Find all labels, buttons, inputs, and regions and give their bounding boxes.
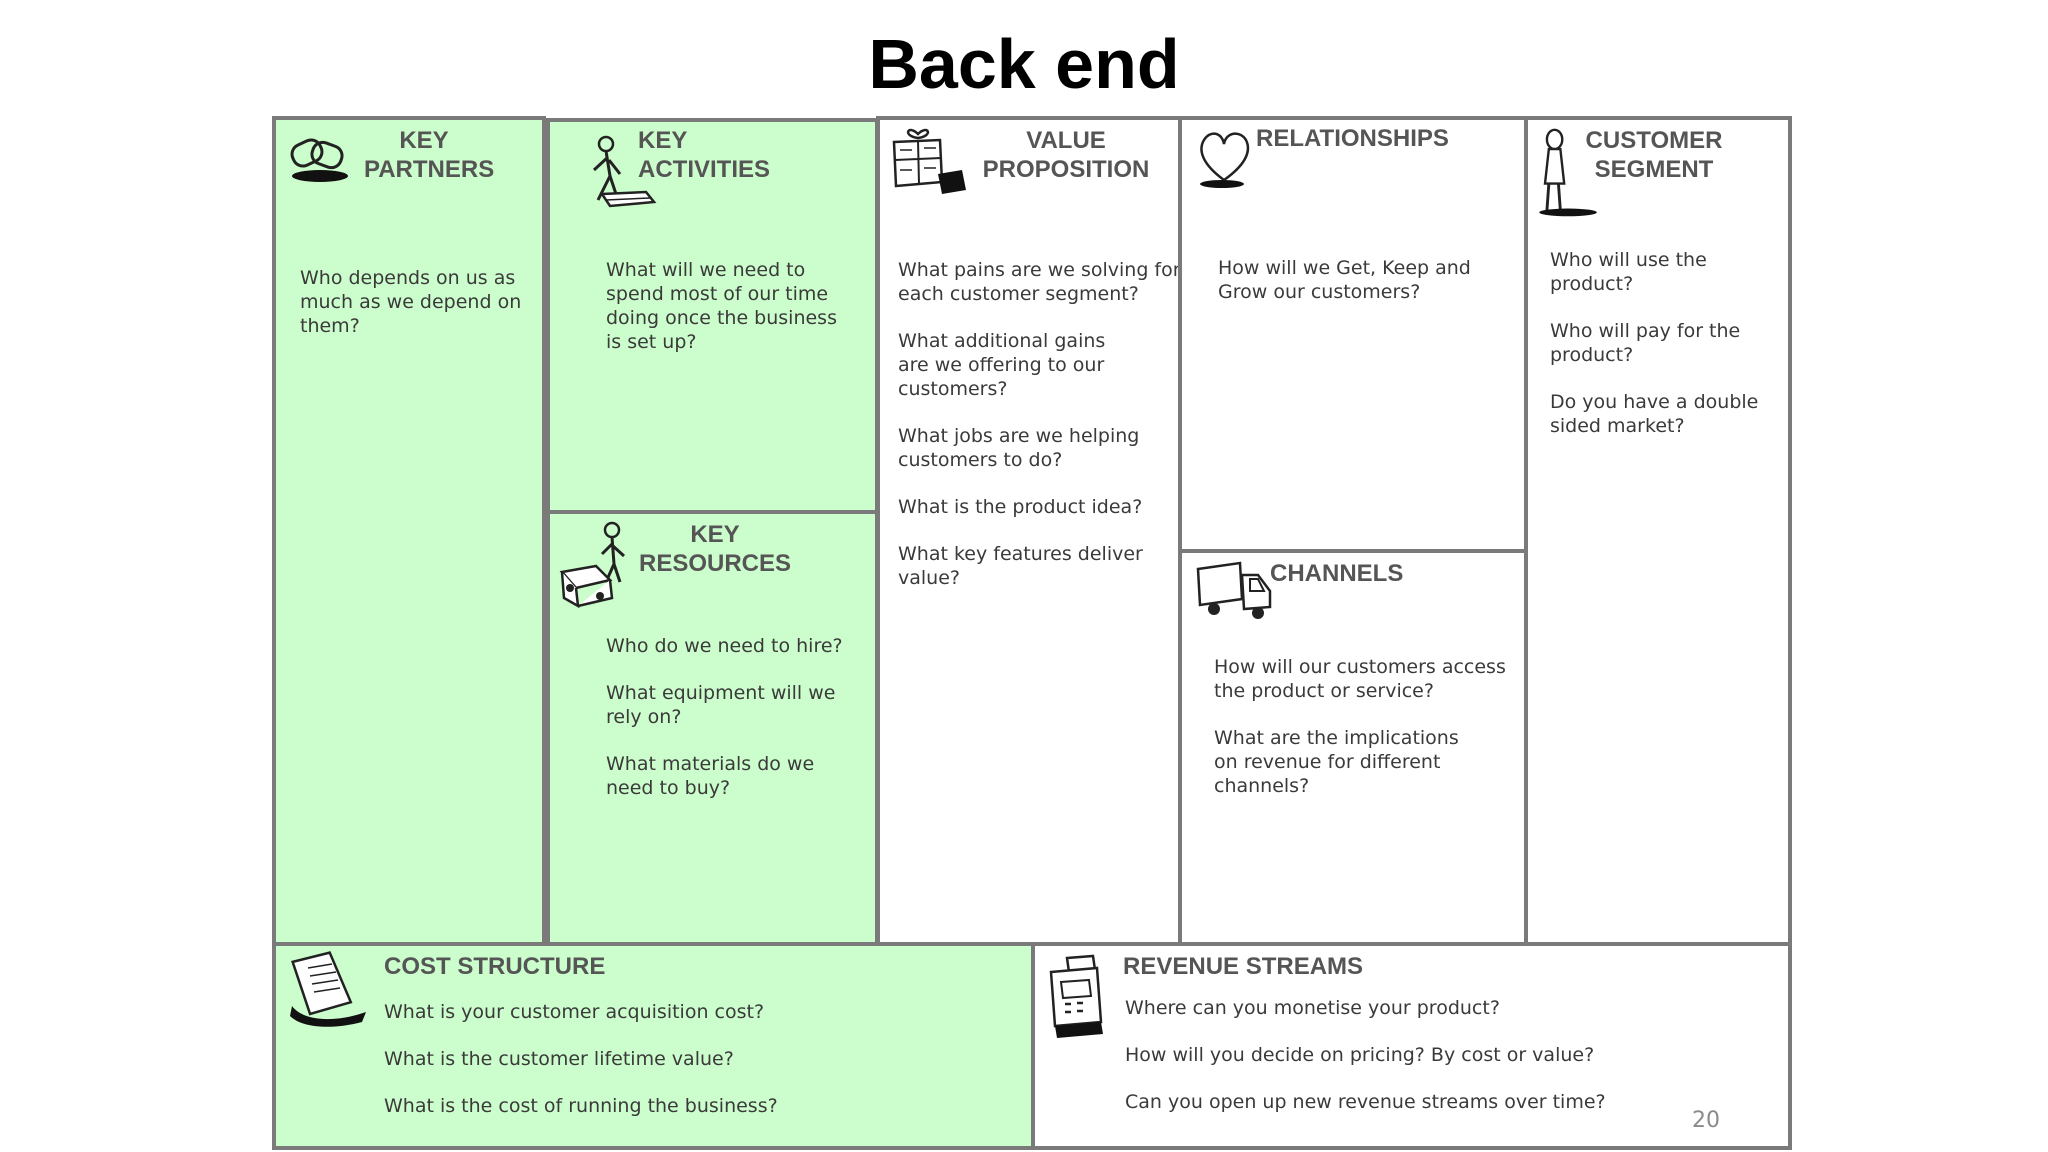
question: What pains are we solving for each custo…	[898, 259, 1181, 305]
receipt-icon	[290, 951, 366, 1027]
value-proposition-questions: What pains are we solving for each custo…	[898, 258, 1183, 613]
question: Who do we need to hire?	[606, 635, 843, 657]
question: What additional gains are we offering to…	[898, 330, 1106, 400]
question: Who depends on us as much as we depend o…	[300, 267, 522, 337]
key-partners-questions: Who depends on us as much as we depend o…	[300, 266, 530, 361]
question: What is your customer acquisition cost?	[384, 1001, 765, 1023]
customer-segment-questions: Who will use the product? Who will pay f…	[1550, 248, 1780, 461]
key-activities-heading: KEY ACTIVITIES	[638, 127, 771, 183]
value-proposition-heading: VALUE PROPOSITION	[982, 127, 1150, 183]
person-working-icon	[592, 135, 657, 208]
cost-structure-questions: What is your customer acquisition cost? …	[384, 1000, 984, 1141]
key-resources-questions: Who do we need to hire? What equipment w…	[606, 634, 866, 823]
slide-title: Back end	[868, 25, 1180, 103]
channels-block: CHANNELS How will our customers access t…	[1178, 549, 1528, 946]
question: What is the customer lifetime value?	[384, 1048, 734, 1070]
value-proposition-block: VALUE PROPOSITION What pains are we solv…	[876, 116, 1182, 946]
channels-heading: CHANNELS	[1270, 560, 1404, 587]
question: Where can you monetise your product?	[1125, 997, 1500, 1019]
key-resources-heading: KEY RESOURCES	[638, 521, 792, 577]
question: Do you have a double sided market?	[1550, 391, 1759, 437]
key-activities-questions: What will we need to spend most of our t…	[606, 258, 856, 377]
question: What will we need to spend most of our t…	[606, 259, 837, 353]
revenue-streams-heading: REVENUE STREAMS	[1123, 953, 1364, 980]
question: How will you decide on pricing? By cost …	[1125, 1044, 1595, 1066]
channels-questions: How will our customers access the produc…	[1214, 655, 1514, 821]
question: What is the cost of running the business…	[384, 1095, 778, 1117]
revenue-streams-block: REVENUE STREAMS Where can you monetise y…	[1031, 942, 1792, 1150]
cost-structure-block: COST STRUCTURE What is your customer acq…	[272, 942, 1035, 1150]
question: Who will use the product?	[1550, 249, 1707, 295]
question: Can you open up new revenue streams over…	[1125, 1091, 1606, 1113]
question: What is the product idea?	[898, 496, 1143, 518]
page-number: 20	[1692, 1108, 1720, 1133]
business-model-canvas: KEY PARTNERS Who depends on us as much a…	[272, 116, 1792, 1150]
key-partners-block: KEY PARTNERS Who depends on us as much a…	[272, 116, 546, 946]
question: What key features deliver value?	[898, 543, 1143, 589]
standing-person-icon	[1539, 128, 1597, 217]
heart-icon	[1200, 132, 1250, 188]
question: What equipment will we rely on?	[606, 682, 836, 728]
question: How will we Get, Keep and Grow our custo…	[1218, 257, 1471, 303]
relationships-questions: How will we Get, Keep and Grow our custo…	[1218, 256, 1508, 327]
cash-register-icon	[1049, 954, 1103, 1038]
key-activities-block: KEY ACTIVITIES What will we need to spen…	[546, 118, 879, 514]
gift-box-icon	[892, 128, 966, 194]
key-resources-block: KEY RESOURCES Who do we need to hire? Wh…	[546, 510, 879, 946]
customer-segment-heading: CUSTOMER SEGMENT	[1585, 127, 1723, 183]
revenue-streams-questions: Where can you monetise your product? How…	[1125, 996, 1685, 1137]
relationships-block: RELATIONSHIPS How will we Get, Keep and …	[1178, 116, 1528, 553]
customer-segment-block: CUSTOMER SEGMENT Who will use the produc…	[1524, 116, 1792, 946]
question: What are the implications on revenue for…	[1214, 727, 1459, 797]
question: What jobs are we helping customers to do…	[898, 425, 1140, 471]
person-with-crates-icon	[559, 521, 626, 609]
chain-links-icon	[290, 138, 348, 182]
delivery-truck-icon	[1196, 561, 1272, 619]
question: What materials do we need to buy?	[606, 753, 815, 799]
relationships-heading: RELATIONSHIPS	[1256, 125, 1449, 152]
key-partners-heading: KEY PARTNERS	[364, 127, 495, 183]
question: Who will pay for the product?	[1550, 320, 1741, 366]
cost-structure-heading: COST STRUCTURE	[384, 953, 606, 980]
question: How will our customers access the produc…	[1214, 656, 1506, 702]
